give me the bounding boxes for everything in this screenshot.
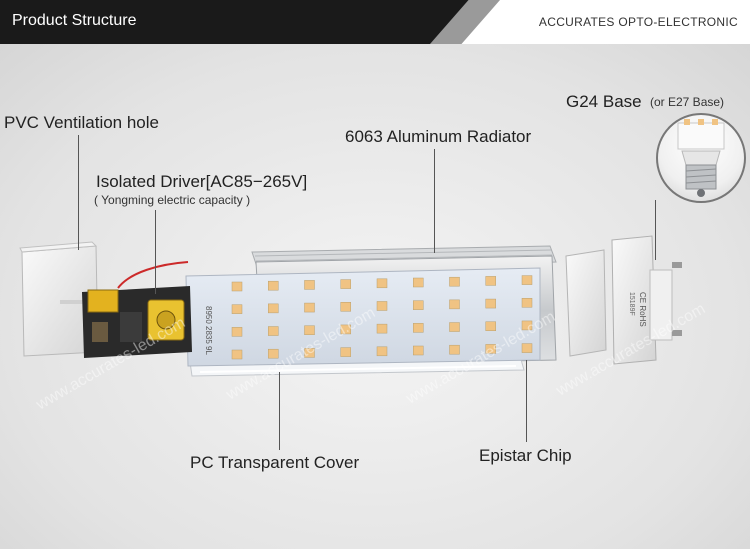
- led-chip: [413, 345, 424, 356]
- led-chip: [413, 300, 424, 310]
- pvc-end-cap: [19, 241, 99, 357]
- led-chip: [376, 278, 388, 289]
- led-chip: [376, 346, 388, 357]
- led-chip: [304, 348, 315, 358]
- leader-driver: [155, 210, 156, 294]
- label-g24-base: G24 Base: [566, 92, 642, 111]
- g24-base: CE RoHS 15189F: [565, 235, 682, 365]
- led-chip: [340, 279, 351, 289]
- e27-base-inset: [656, 113, 746, 203]
- led-chip: [268, 326, 279, 336]
- led-chip: [521, 298, 533, 308]
- led-chip: [268, 348, 279, 359]
- leader-radiator: [434, 149, 435, 253]
- header-dark-band: [0, 0, 470, 44]
- label-radiator: 6063 Aluminum Radiator: [345, 127, 532, 146]
- led-chip: [340, 302, 351, 312]
- brand-name: ACCURATES OPTO-ELECTRONIC: [538, 15, 738, 29]
- page-title: Product Structure: [12, 12, 137, 29]
- led-chip: [521, 343, 533, 353]
- led-chip: [521, 275, 533, 285]
- led-chip: [413, 277, 424, 288]
- led-chip: [231, 304, 243, 314]
- header-bar: Product Structure ACCURATES OPTO-ELECTRO…: [0, 0, 750, 44]
- label-driver: Isolated Driver[AC85−265V]: [96, 172, 308, 191]
- led-chip: [231, 327, 243, 337]
- led-chip: [449, 344, 460, 355]
- led-chip: [340, 347, 351, 357]
- leader-chip: [526, 360, 527, 442]
- cert-marking: CE RoHS: [638, 292, 647, 327]
- leader-cover: [279, 372, 280, 450]
- board-marking: 8950 2835 9L: [204, 306, 213, 355]
- leader-ventilation: [78, 135, 79, 250]
- label-ventilation-hole: PVC Ventilation hole: [4, 113, 159, 132]
- led-chip: [449, 322, 460, 332]
- led-chip: [485, 298, 496, 309]
- led-chip: [376, 301, 388, 311]
- isolated-driver: [82, 261, 192, 358]
- led-chip-array: [231, 275, 533, 360]
- led-chip: [304, 280, 315, 290]
- label-pc-cover: PC Transparent Cover: [190, 453, 360, 472]
- leader-base: [655, 200, 656, 260]
- code-marking: 15189F: [628, 292, 635, 316]
- led-chip: [449, 299, 460, 310]
- led-chip: [340, 324, 351, 335]
- led-chip: [485, 321, 496, 331]
- led-chip: [268, 303, 279, 314]
- led-chip: [376, 323, 388, 334]
- led-chip: [304, 325, 315, 335]
- e27-bulb-base: [677, 119, 725, 197]
- led-chip: [268, 280, 279, 291]
- led-chip: [485, 344, 496, 354]
- led-chip: [413, 323, 424, 333]
- led-chip: [231, 281, 243, 292]
- led-chip: [449, 276, 460, 287]
- led-chip: [304, 302, 315, 313]
- label-e27-alt: (or E27 Base): [650, 95, 725, 109]
- label-driver-capacity: ( Yongming electric capacity ): [94, 193, 251, 207]
- label-epistar-chip: Epistar Chip: [479, 446, 572, 465]
- led-chip: [231, 349, 243, 360]
- led-chip: [521, 320, 533, 331]
- led-chip: [485, 276, 496, 286]
